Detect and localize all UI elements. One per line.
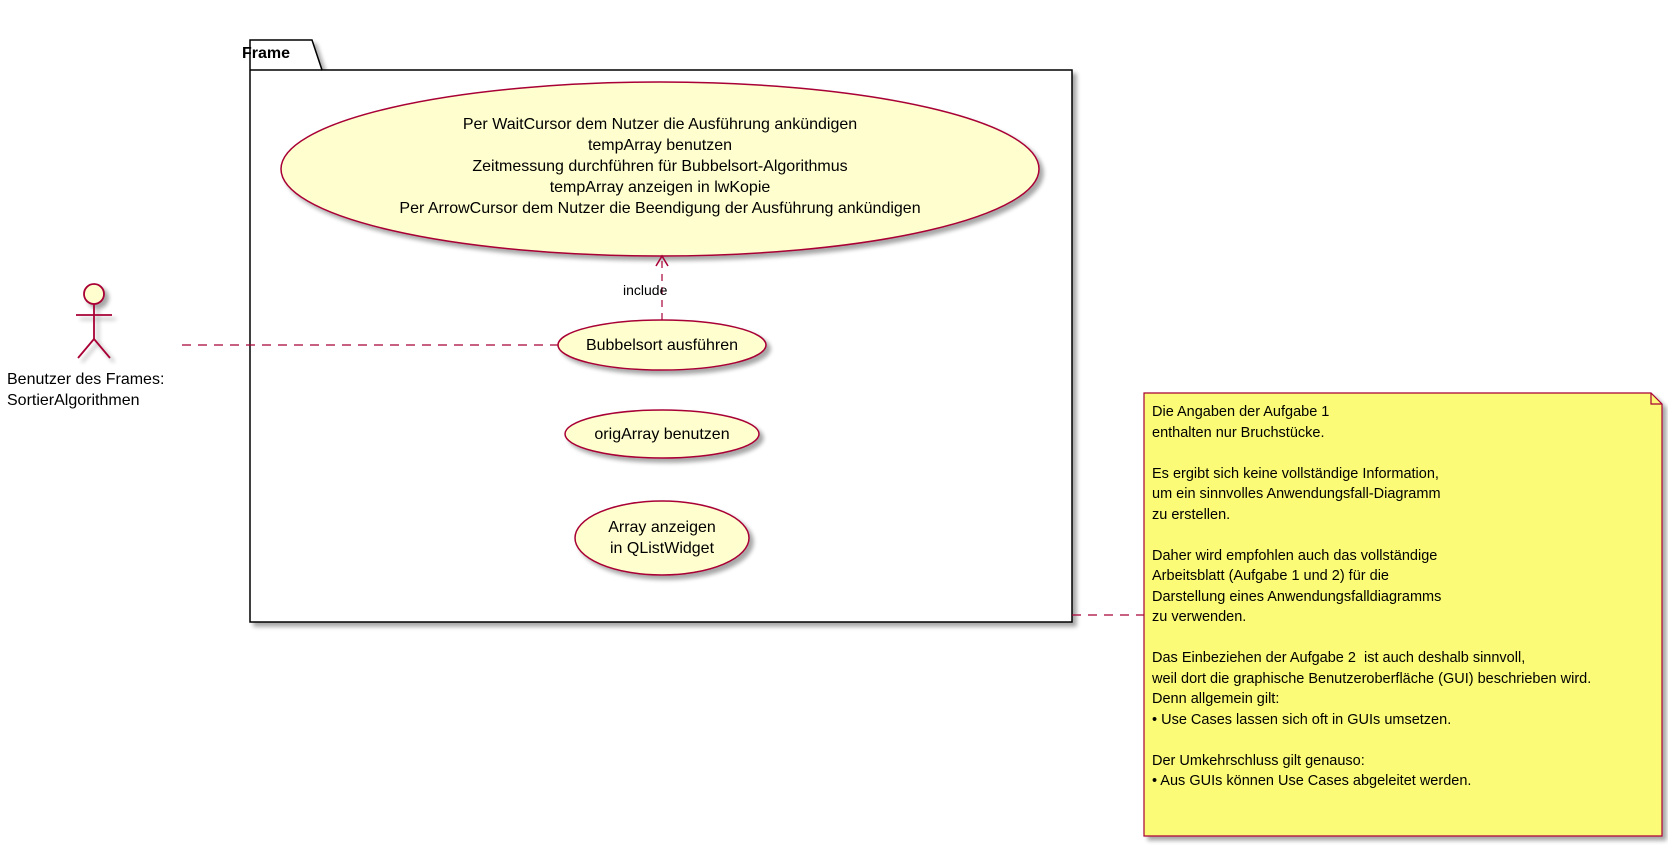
use-case-origarray-ellipse[interactable]	[564, 409, 760, 459]
use-case-main-line: Per WaitCursor dem Nutzer die Ausführung…	[462, 116, 858, 133]
use-case-origarray-label: origArray benutzen	[594, 426, 730, 443]
use-case-origarray[interactable]: origArray benutzen	[594, 424, 729, 445]
actor-label: Benutzer des Frames: SortierAlgorithmen	[7, 369, 164, 411]
use-case-array-anzeigen-ellipse[interactable]	[574, 500, 750, 576]
use-case-array-anzeigen-line: Array anzeigen	[608, 519, 716, 536]
note-text: Die Angaben der Aufgabe 1 enthalten nur …	[1152, 404, 1592, 789]
use-case-main-line: Zeitmessung durchführen für Bubbelsort-A…	[472, 158, 848, 175]
actor-label-line: SortierAlgorithmen	[7, 392, 140, 409]
use-case-main[interactable]: Per WaitCursor dem Nutzer die Ausführung…	[399, 114, 920, 219]
note-shape	[1143, 392, 1663, 837]
use-case-main-line: Per ArrowCursor dem Nutzer die Beendigun…	[399, 200, 921, 217]
use-case-array-anzeigen[interactable]: Array anzeigen in QListWidget	[608, 517, 716, 559]
actor-label-line: Benutzer des Frames:	[7, 371, 165, 388]
use-case-main-ellipse[interactable]	[280, 81, 1040, 257]
use-case-main-line: tempArray anzeigen in lwKopie	[549, 179, 771, 196]
include-connector	[655, 254, 669, 320]
frame-title: Frame	[242, 45, 291, 62]
include-label: include	[623, 282, 668, 298]
use-case-array-anzeigen-line: in QListWidget	[609, 540, 715, 557]
use-case-bubbelsort[interactable]: Bubbelsort ausführen	[586, 335, 738, 356]
actor-stick-figure[interactable]	[76, 283, 112, 359]
use-case-bubbelsort-label: Bubbelsort ausführen	[585, 337, 739, 354]
use-case-main-line: tempArray benutzen	[587, 137, 733, 154]
